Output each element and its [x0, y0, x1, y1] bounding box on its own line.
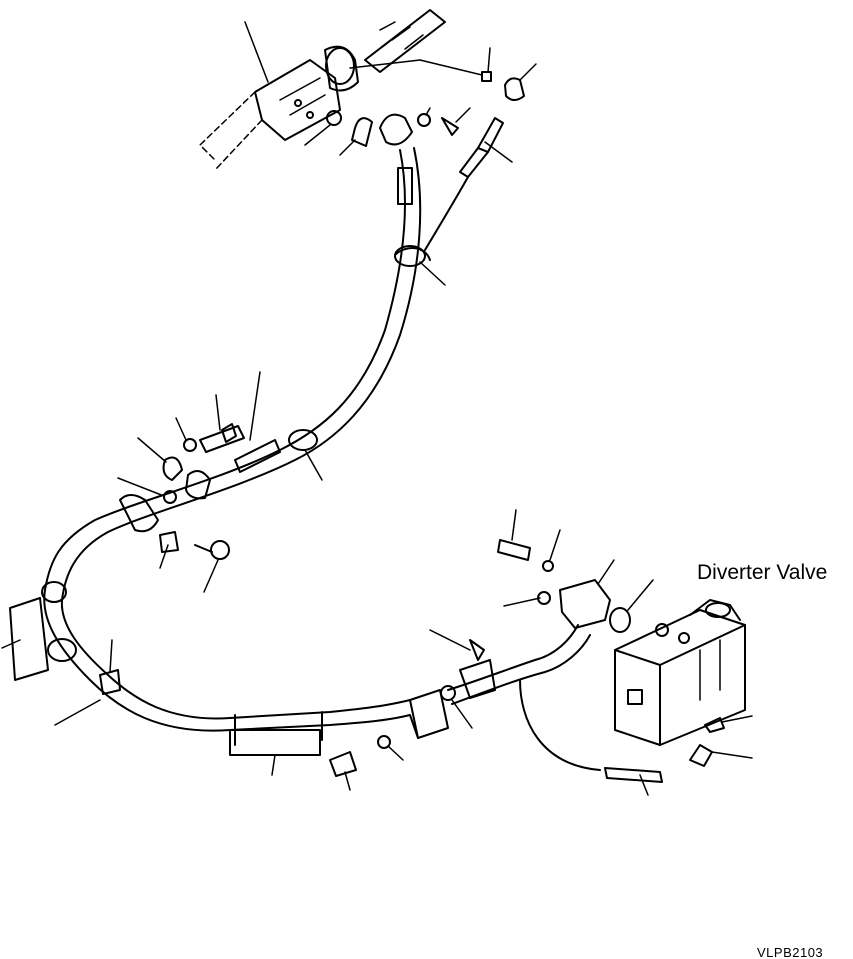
diverter-valve-block	[614, 599, 746, 746]
lower-hose	[99, 624, 591, 756]
figure-code: VLPB2103	[757, 945, 824, 959]
top-fittings	[326, 71, 525, 178]
lower-fittings	[329, 539, 631, 777]
middle-fittings	[162, 423, 281, 504]
main-hose	[43, 147, 469, 732]
diverter-valve-label: Diverter Valve	[697, 561, 828, 584]
left-bracket	[9, 494, 230, 681]
leader-lines	[1, 21, 753, 796]
top-cylinder-assembly	[199, 9, 446, 171]
